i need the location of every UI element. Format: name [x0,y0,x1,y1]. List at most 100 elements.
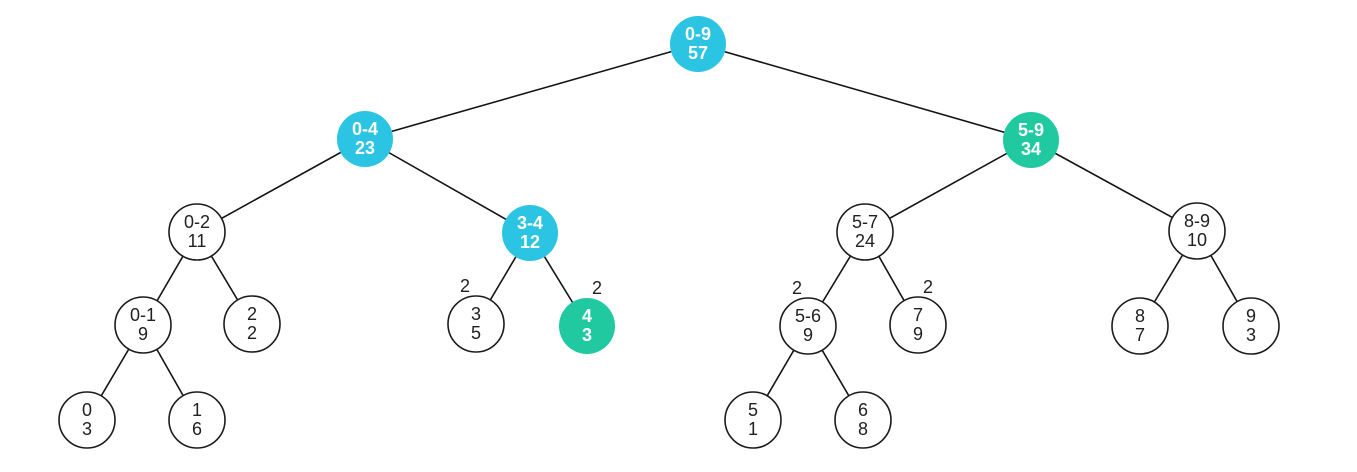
node-range-0: 0 [82,400,92,420]
edge-0-4-to-0-2 [196,138,366,233]
node-circle-0-2 [168,203,226,261]
node-circle-0-4 [337,111,393,167]
node-range-8-9: 8-9 [1184,211,1210,231]
node-range-5: 5 [748,400,758,420]
node-value-8-9: 10 [1187,230,1207,250]
node-value-1: 6 [192,419,202,439]
edge-5-9-to-8-9 [1030,139,1198,232]
node-range-5-6: 5-6 [795,306,821,326]
node-circle-5-7 [836,203,894,261]
node-circle-3-4 [502,205,558,261]
node-circle-0-9 [670,16,726,72]
node-value-8: 7 [1135,325,1145,345]
node-circle-9 [1222,297,1280,355]
node-circle-5 [724,391,782,449]
node-range-0-9: 0-9 [685,24,711,44]
node-circle-5-6 [779,297,837,355]
node-value-5-7: 24 [855,231,875,251]
node-value-0-1: 9 [138,324,148,344]
node-range-8: 8 [1135,306,1145,326]
node-range-7: 7 [913,305,923,325]
node-range-2: 2 [247,304,257,324]
lazy-value-5-6: 2 [792,278,802,298]
node-range-6: 6 [858,400,868,420]
node-circle-3 [447,295,505,353]
edge-0-4-to-3-4 [364,138,531,234]
node-range-5-7: 5-7 [852,212,878,232]
node-circle-6 [834,391,892,449]
node-circle-0 [58,391,116,449]
node-value-0-9: 57 [688,43,708,63]
node-range-4: 4 [582,306,592,326]
node-value-6: 8 [858,419,868,439]
node-range-3: 3 [471,304,481,324]
node-value-0-4: 23 [355,138,375,158]
node-value-3-4: 12 [520,232,540,252]
node-circle-5-9 [1003,112,1059,168]
lazy-value-3: 2 [460,276,470,296]
lazy-value-4: 2 [592,278,602,298]
edge-0-9-to-0-4 [364,43,699,140]
node-circle-0-1 [114,296,172,354]
node-value-0-2: 11 [188,231,207,251]
node-value-9: 3 [1246,325,1256,345]
node-value-4: 3 [582,325,592,345]
node-value-5-6: 9 [803,325,813,345]
edge-0-9-to-5-9 [697,43,1032,141]
node-circle-8-9 [1168,202,1226,260]
node-range-0-2: 0-2 [184,212,210,232]
node-value-5: 1 [748,419,758,439]
node-range-9: 9 [1246,306,1256,326]
node-range-1: 1 [192,400,202,420]
node-value-3: 5 [471,323,481,343]
node-circle-2 [223,295,281,353]
node-range-3-4: 3-4 [517,213,543,233]
node-value-5-9: 34 [1021,139,1041,159]
node-value-0: 3 [82,419,92,439]
node-circle-1 [168,391,226,449]
node-circle-7 [889,296,947,354]
node-circle-8 [1111,297,1169,355]
node-value-2: 2 [247,323,257,343]
edge-5-9-to-5-7 [864,139,1032,233]
node-value-7: 9 [913,324,923,344]
node-range-0-1: 0-1 [130,305,156,325]
